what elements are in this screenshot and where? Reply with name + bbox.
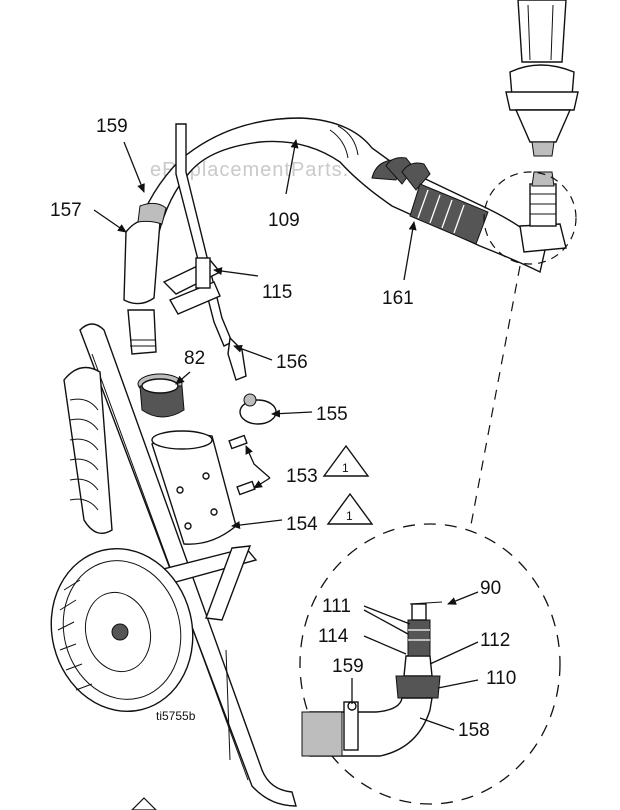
detail-leader (469, 265, 521, 531)
detail-callout-158: 158 (458, 720, 490, 741)
callout-153: 153 (286, 466, 318, 487)
callout-115: 115 (262, 282, 292, 303)
callout-161: 161 (382, 288, 414, 309)
detail-callout-110: 110 (486, 668, 516, 689)
detail-callout-90: 90 (480, 578, 501, 599)
warning-triangle-2: 1 (326, 492, 374, 525)
clip-115 (162, 257, 222, 315)
hose-109 (127, 117, 546, 277)
detail-callout-159: 159 (332, 656, 364, 677)
cover-154 (151, 430, 237, 545)
screws-153 (228, 434, 256, 496)
swivel-fitting (519, 171, 567, 253)
warning-triangle-1: 1 (322, 444, 370, 477)
callout-155: 155 (316, 404, 348, 425)
image-tag: ti5755b (156, 709, 196, 723)
detail-callout-111: 111 (322, 596, 351, 617)
warning-number: 1 (342, 461, 349, 475)
callout-82: 82 (184, 348, 205, 369)
callout-154: 154 (286, 514, 318, 535)
callout-157: 157 (50, 200, 82, 221)
plug-155 (239, 393, 277, 425)
spray-gun (505, 0, 579, 157)
warning-number: 1 (346, 509, 353, 523)
wheel (50, 547, 194, 713)
strainer-82 (137, 373, 185, 418)
suction-tube-157 (123, 202, 167, 355)
detail-callout-112: 112 (480, 630, 510, 651)
leader-lines (93, 139, 479, 731)
spring-guard-161 (371, 157, 489, 245)
callout-109: 109 (268, 210, 300, 231)
detail-circle-small (483, 171, 577, 265)
watermark: eReplacementParts.com (150, 159, 390, 181)
detail-callout-114: 114 (318, 626, 349, 647)
detail-circle-large (299, 523, 561, 805)
warning-triangle-bottom (131, 797, 157, 810)
detail-fitting (301, 601, 443, 757)
callout-156: 156 (276, 352, 308, 373)
callout-159: 159 (96, 116, 128, 137)
